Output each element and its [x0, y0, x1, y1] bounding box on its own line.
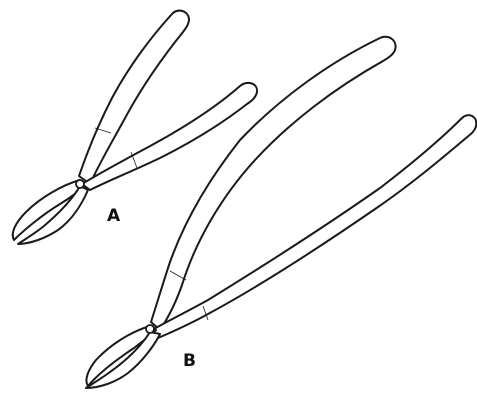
scissors-a: [13, 11, 257, 244]
scissors-b-upper-handle: [151, 37, 396, 330]
scissors-b: [86, 37, 476, 388]
scissors-a-pivot: [76, 180, 84, 188]
label-b: B: [183, 351, 196, 371]
scissors-b-pivot: [146, 325, 154, 333]
label-a: A: [107, 206, 121, 226]
